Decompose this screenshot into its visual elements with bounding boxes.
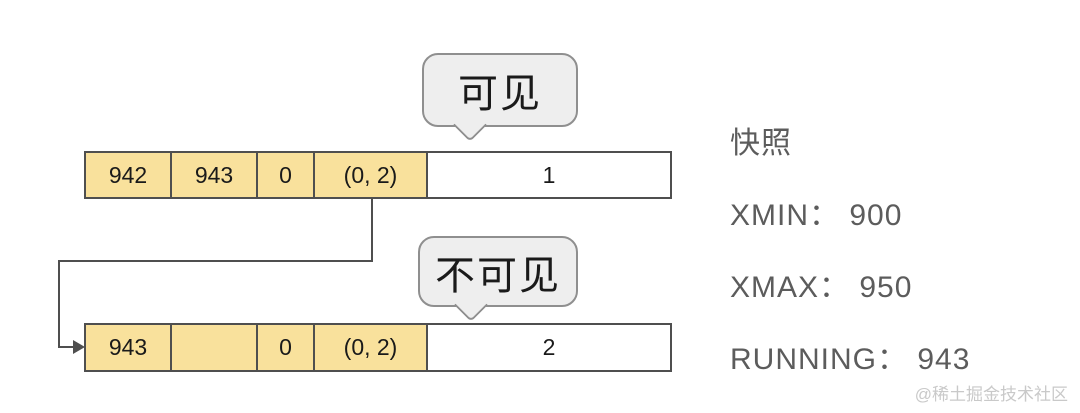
bubble-invisible-label: 不可见 [435,253,561,298]
tuple1-xmax-cell: 943 [172,153,258,197]
snapshot-xmax-line: XMAX： 950 [730,271,913,304]
tuple2-xmin-cell: 943 [86,325,172,370]
tuple2-ctid-cell: (0, 2) [315,325,428,370]
tuple1-xmin-cell: 942 [86,153,172,197]
tuple1-value-cell: 1 [428,153,670,197]
snapshot-xmin-line: XMIN： 900 [730,199,903,232]
tuple2-xmax-cell [172,325,258,370]
tuple2-cid-cell: 0 [258,325,315,370]
tuple2-value-cell: 2 [428,325,670,370]
tuple1-cid-cell: 0 [258,153,315,197]
tuple-row-version-1: 942 943 0 (0, 2) 1 [84,151,672,199]
visibility-bubble-invisible: 不可见 [418,236,578,322]
tuple-row-version-2: 943 0 (0, 2) 2 [84,323,672,372]
watermark: @稀土掘金技术社区 [914,385,1068,404]
snapshot-title: 快照 [730,127,792,160]
visibility-bubble-visible: 可见 [422,53,578,142]
snapshot-running-line: RUNNING： 943 [730,343,971,376]
bubble-visible-label: 可见 [458,72,542,116]
tuple1-ctid-cell: (0, 2) [315,153,428,197]
